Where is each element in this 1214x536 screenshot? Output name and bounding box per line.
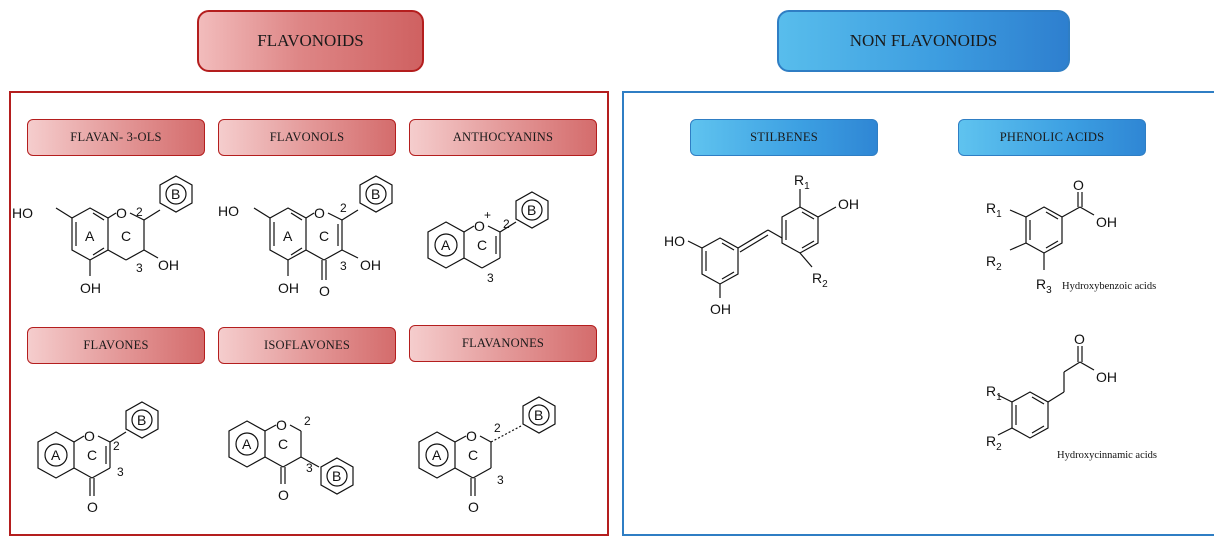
ring-a-label: A [432, 447, 442, 463]
ring-c-label: C [319, 228, 329, 244]
oh-label: OH [838, 196, 859, 212]
phenolic-acids-tag: PHENOLIC ACIDS [958, 119, 1146, 156]
position-3-label: 3 [306, 461, 313, 475]
ring-b-label: B [171, 186, 180, 202]
hydroxybenzoic-acid-structure: O OH R1 R2 R3 Hydroxybenzoic acids [986, 177, 1156, 296]
oxygen-label: O [466, 428, 477, 444]
hydroxycinnamic-acid-structure: O OH R1 R2 Hydroxycinnamic acids [986, 331, 1157, 461]
oh-label: OH [278, 280, 299, 296]
isoflavone-structure: O O A C B 2 3 [228, 414, 354, 503]
ring-b-label: B [527, 202, 536, 218]
ring-a-label: A [283, 228, 293, 244]
ho-label: HO [218, 203, 239, 219]
ring-c-label: C [278, 436, 288, 452]
ring-b-label: B [332, 468, 341, 484]
isoflavones-tag: ISOFLAVONES [218, 327, 396, 364]
ho-label: HO [12, 205, 33, 221]
oh-label: OH [80, 280, 101, 296]
flavones-tag: FLAVONES [27, 327, 205, 364]
flavan-3-ol-structure: O HO OH OH A C B 2 3 [12, 175, 193, 296]
plus-label: + [484, 208, 491, 222]
position-3-label: 3 [487, 271, 494, 285]
carbonyl-o-label: O [278, 487, 289, 503]
stilbene-structure: HO OH OH R1 R2 [664, 172, 859, 317]
position-2-label: 2 [503, 217, 510, 231]
r3-label: R3 [1036, 276, 1052, 296]
ring-b-label: B [371, 186, 380, 202]
flavonol-structure: O HO OH O OH A C B 2 3 [218, 175, 393, 299]
flavanones-tag: FLAVANONES [409, 325, 597, 362]
flavonoids-header: FLAVONOIDS [197, 10, 424, 72]
flavone-structure: O O A C B 2 3 [37, 401, 159, 515]
ring-a-label: A [242, 436, 252, 452]
oh-label: OH [710, 301, 731, 317]
position-3-label: 3 [497, 473, 504, 487]
anthocyanin-structure: O + A C B 2 3 [427, 191, 549, 285]
flavanone-structure: O O A C B 2 3 [418, 396, 556, 515]
ring-c-label: C [87, 447, 97, 463]
position-3-label: 3 [340, 259, 347, 273]
carbonyl-o-label: O [1073, 177, 1084, 193]
position-3-label: 3 [117, 465, 124, 479]
r1-label: R1 [986, 200, 1002, 220]
r2-label: R2 [812, 270, 828, 290]
carbonyl-o-label: O [468, 499, 479, 515]
oh-label: OH [360, 257, 381, 273]
oh-label: OH [1096, 214, 1117, 230]
stilbenes-tag: STILBENES [690, 119, 878, 156]
r2-label: R2 [986, 433, 1002, 453]
non-flavonoids-header: NON FLAVONOIDS [777, 10, 1070, 72]
ring-a-label: A [51, 447, 61, 463]
oh-label: OH [1096, 369, 1117, 385]
oxygen-label: O [116, 205, 127, 221]
hydroxycinnamic-caption: Hydroxycinnamic acids [1057, 450, 1157, 461]
carbonyl-o-label: O [319, 283, 330, 299]
flavan-3-ols-tag: FLAVAN- 3-OLS [27, 119, 205, 156]
ring-a-label: A [85, 228, 95, 244]
oxygen-label: O [474, 218, 485, 234]
ring-c-label: C [477, 237, 487, 253]
ring-c-label: C [121, 228, 131, 244]
hydroxybenzoic-caption: Hydroxybenzoic acids [1062, 281, 1156, 292]
r1-label: R1 [986, 383, 1002, 403]
position-2-label: 2 [494, 421, 501, 435]
position-2-label: 2 [113, 439, 120, 453]
carbonyl-o-label: O [1074, 331, 1085, 347]
oh-label: OH [158, 257, 179, 273]
flavonols-tag: FLAVONOLS [218, 119, 396, 156]
ring-b-label: B [534, 407, 543, 423]
r1-label: R1 [794, 172, 810, 192]
oxygen-label: O [84, 428, 95, 444]
oxygen-label: O [314, 205, 325, 221]
ring-c-label: C [468, 447, 478, 463]
position-3-label: 3 [136, 261, 143, 275]
ho-label: HO [664, 233, 685, 249]
r2-label: R2 [986, 253, 1002, 273]
carbonyl-o-label: O [87, 499, 98, 515]
ring-a-label: A [441, 237, 451, 253]
oxygen-label: O [276, 417, 287, 433]
position-2-label: 2 [136, 205, 143, 219]
anthocyanins-tag: ANTHOCYANINS [409, 119, 597, 156]
ring-b-label: B [137, 412, 146, 428]
position-2-label: 2 [340, 201, 347, 215]
position-2-label: 2 [304, 414, 311, 428]
